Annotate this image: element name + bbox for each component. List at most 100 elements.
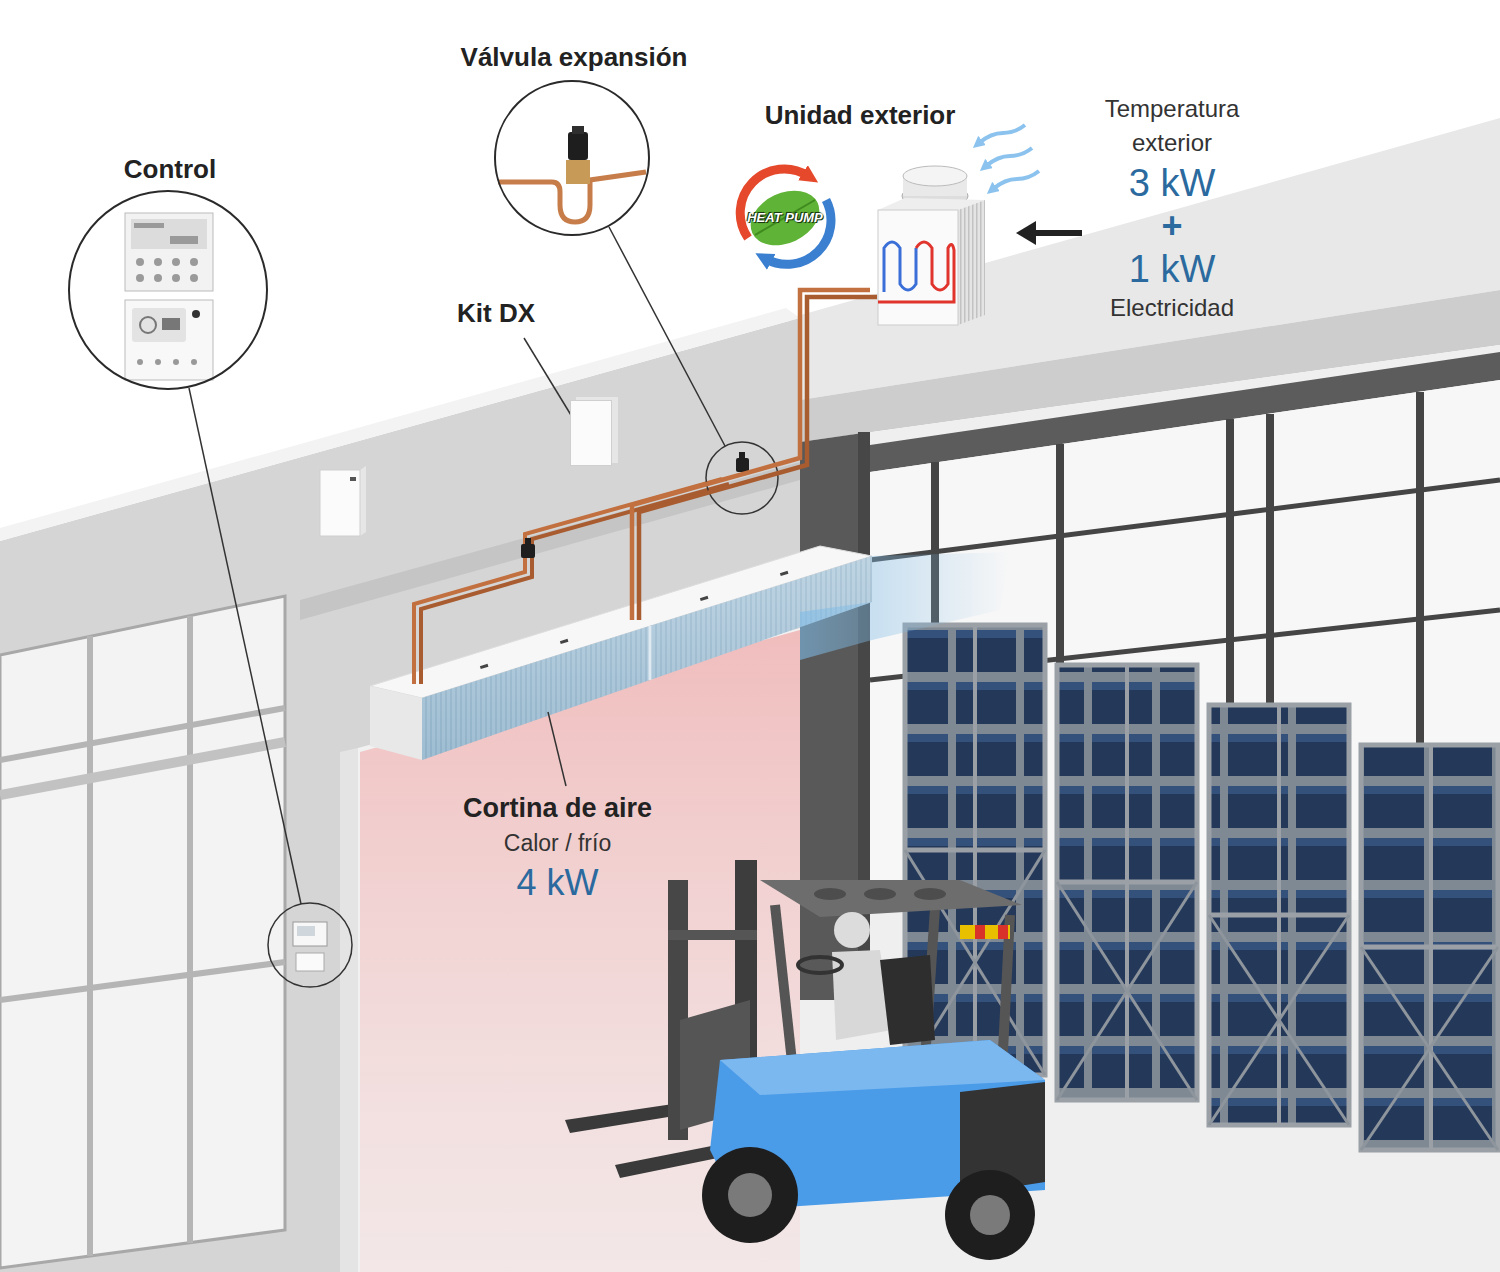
thermostat-detail: [172, 258, 180, 266]
text-group: Válvula expansión: [426, 41, 722, 74]
thermostat-detail: [125, 300, 213, 380]
outdoor-unit-drawing: [878, 242, 954, 302]
air-curtain-unit: [480, 664, 489, 669]
storage-racks: [1057, 882, 1197, 1100]
air-curtain-unit: [780, 571, 789, 576]
thermostat-detail: [170, 236, 198, 244]
thermostat-detail: [70, 192, 266, 388]
wall-controller: [297, 926, 315, 936]
thermostat-detail: [191, 359, 197, 365]
front-wall: [0, 308, 800, 1272]
wall-controller: [296, 953, 324, 971]
storage-racks: [1209, 913, 1349, 918]
leader-lines: [548, 712, 566, 786]
annotation-label: 1 kW: [1087, 246, 1257, 292]
air-curtain-unit: [649, 626, 652, 680]
text-group: Unidad exterior: [745, 99, 975, 132]
dx-kit-box: [360, 466, 366, 536]
refrigerant-pipe: [639, 297, 877, 620]
wall-windows: [187, 616, 193, 1243]
heat-pump-logo: HEAT PUMP: [735, 172, 835, 267]
thermostat-detail: [137, 359, 143, 365]
thermostat-detail: [190, 258, 198, 266]
forklift: [775, 905, 792, 1062]
heat-pump-icon: [766, 200, 831, 264]
forklift: [975, 925, 985, 939]
thermostat-detail: [70, 192, 266, 388]
thermostat-detail: [162, 318, 180, 330]
outdoor-unit-drawing: [878, 166, 985, 325]
thermostat-detail: [154, 274, 162, 282]
wall-controller: [293, 922, 327, 971]
text-group: Kit DX: [446, 297, 546, 330]
refrigerant-pipe: [632, 290, 877, 620]
thermostat-detail: [131, 219, 207, 249]
thermostat-detail: [132, 308, 186, 342]
wall-windows: [0, 742, 285, 795]
air-curtain-unit: [700, 596, 709, 601]
refrigerant-branch: [414, 479, 722, 684]
wall-windows: [87, 636, 93, 1256]
heat-input-arrow: [1016, 221, 1036, 245]
outdoor-unit: Unidad exterior: [870, 172, 982, 327]
air-curtain-unit: [370, 546, 872, 760]
text-group: HEAT PUMP: [735, 210, 835, 226]
refrigerant-branch: [521, 544, 535, 558]
air-curtain-unit: [370, 686, 422, 760]
outdoor-unit-drawing: [903, 166, 967, 186]
forklift: [720, 1040, 1045, 1095]
forklift: [998, 925, 1008, 939]
wall-windows: [0, 596, 285, 1268]
leader-lines: [189, 388, 301, 904]
node-text: Calor / frío: [430, 826, 685, 860]
leader-lines: [524, 338, 574, 420]
thermostat-detail: [134, 223, 164, 228]
text-group: Cortina de aireCalor / frío4 kW: [430, 790, 685, 906]
annotation-label: Electricidad: [1087, 292, 1257, 324]
text-group: Control: [70, 153, 270, 186]
thermostat-detail: [190, 274, 198, 282]
leader-lines: [189, 227, 778, 987]
node-title: Control: [70, 153, 270, 186]
forklift: [668, 930, 757, 940]
leader-lines: [609, 227, 725, 446]
storage-racks: [1057, 882, 1197, 1100]
cool-air-flow: [800, 552, 1010, 660]
outdoor-unit-drawing: [884, 242, 916, 292]
refrigerant-branch: [736, 458, 749, 472]
outdoor-unit-drawing: [958, 200, 985, 325]
forklift: [945, 1170, 1035, 1260]
forklift: [970, 1195, 1010, 1235]
storage-racks: [1057, 665, 1197, 1100]
node-title: HEAT PUMP: [735, 210, 835, 226]
forklift: [798, 957, 842, 973]
leader-lines: [268, 903, 352, 987]
thermostat-detail: [136, 258, 144, 266]
node-title: Unidad exterior: [745, 99, 975, 132]
storage-racks: [905, 848, 1045, 853]
wall-windows: [0, 962, 285, 1000]
air-curtain-unit: [560, 639, 569, 644]
valve-detail: [568, 132, 588, 160]
thermostat-detail: [172, 274, 180, 282]
callout-circle: Control: [68, 190, 268, 390]
cool-air-flow: [800, 552, 1010, 660]
callout-circle: Válvula expansión: [494, 80, 650, 236]
node-title: Cortina de aire: [430, 790, 685, 826]
front-wall: [0, 318, 800, 1272]
annotation-label: Temperatura exterior: [1087, 92, 1257, 160]
refrigerant-branch: [421, 484, 729, 684]
forklift: [760, 880, 1022, 917]
storage-racks: [1057, 880, 1197, 885]
forklift: [960, 925, 1010, 939]
valve-detail: [496, 82, 648, 234]
dx-kit-box: [320, 470, 360, 536]
air-curtain: Cortina de aireCalor / frío4 kW: [370, 620, 872, 765]
storage-racks: [1361, 745, 1498, 1150]
dx-kit-box: Kit DX: [570, 400, 612, 466]
thermostat-detail: [136, 274, 144, 282]
wind-arrows: [979, 125, 1025, 143]
forklift: [814, 888, 846, 900]
